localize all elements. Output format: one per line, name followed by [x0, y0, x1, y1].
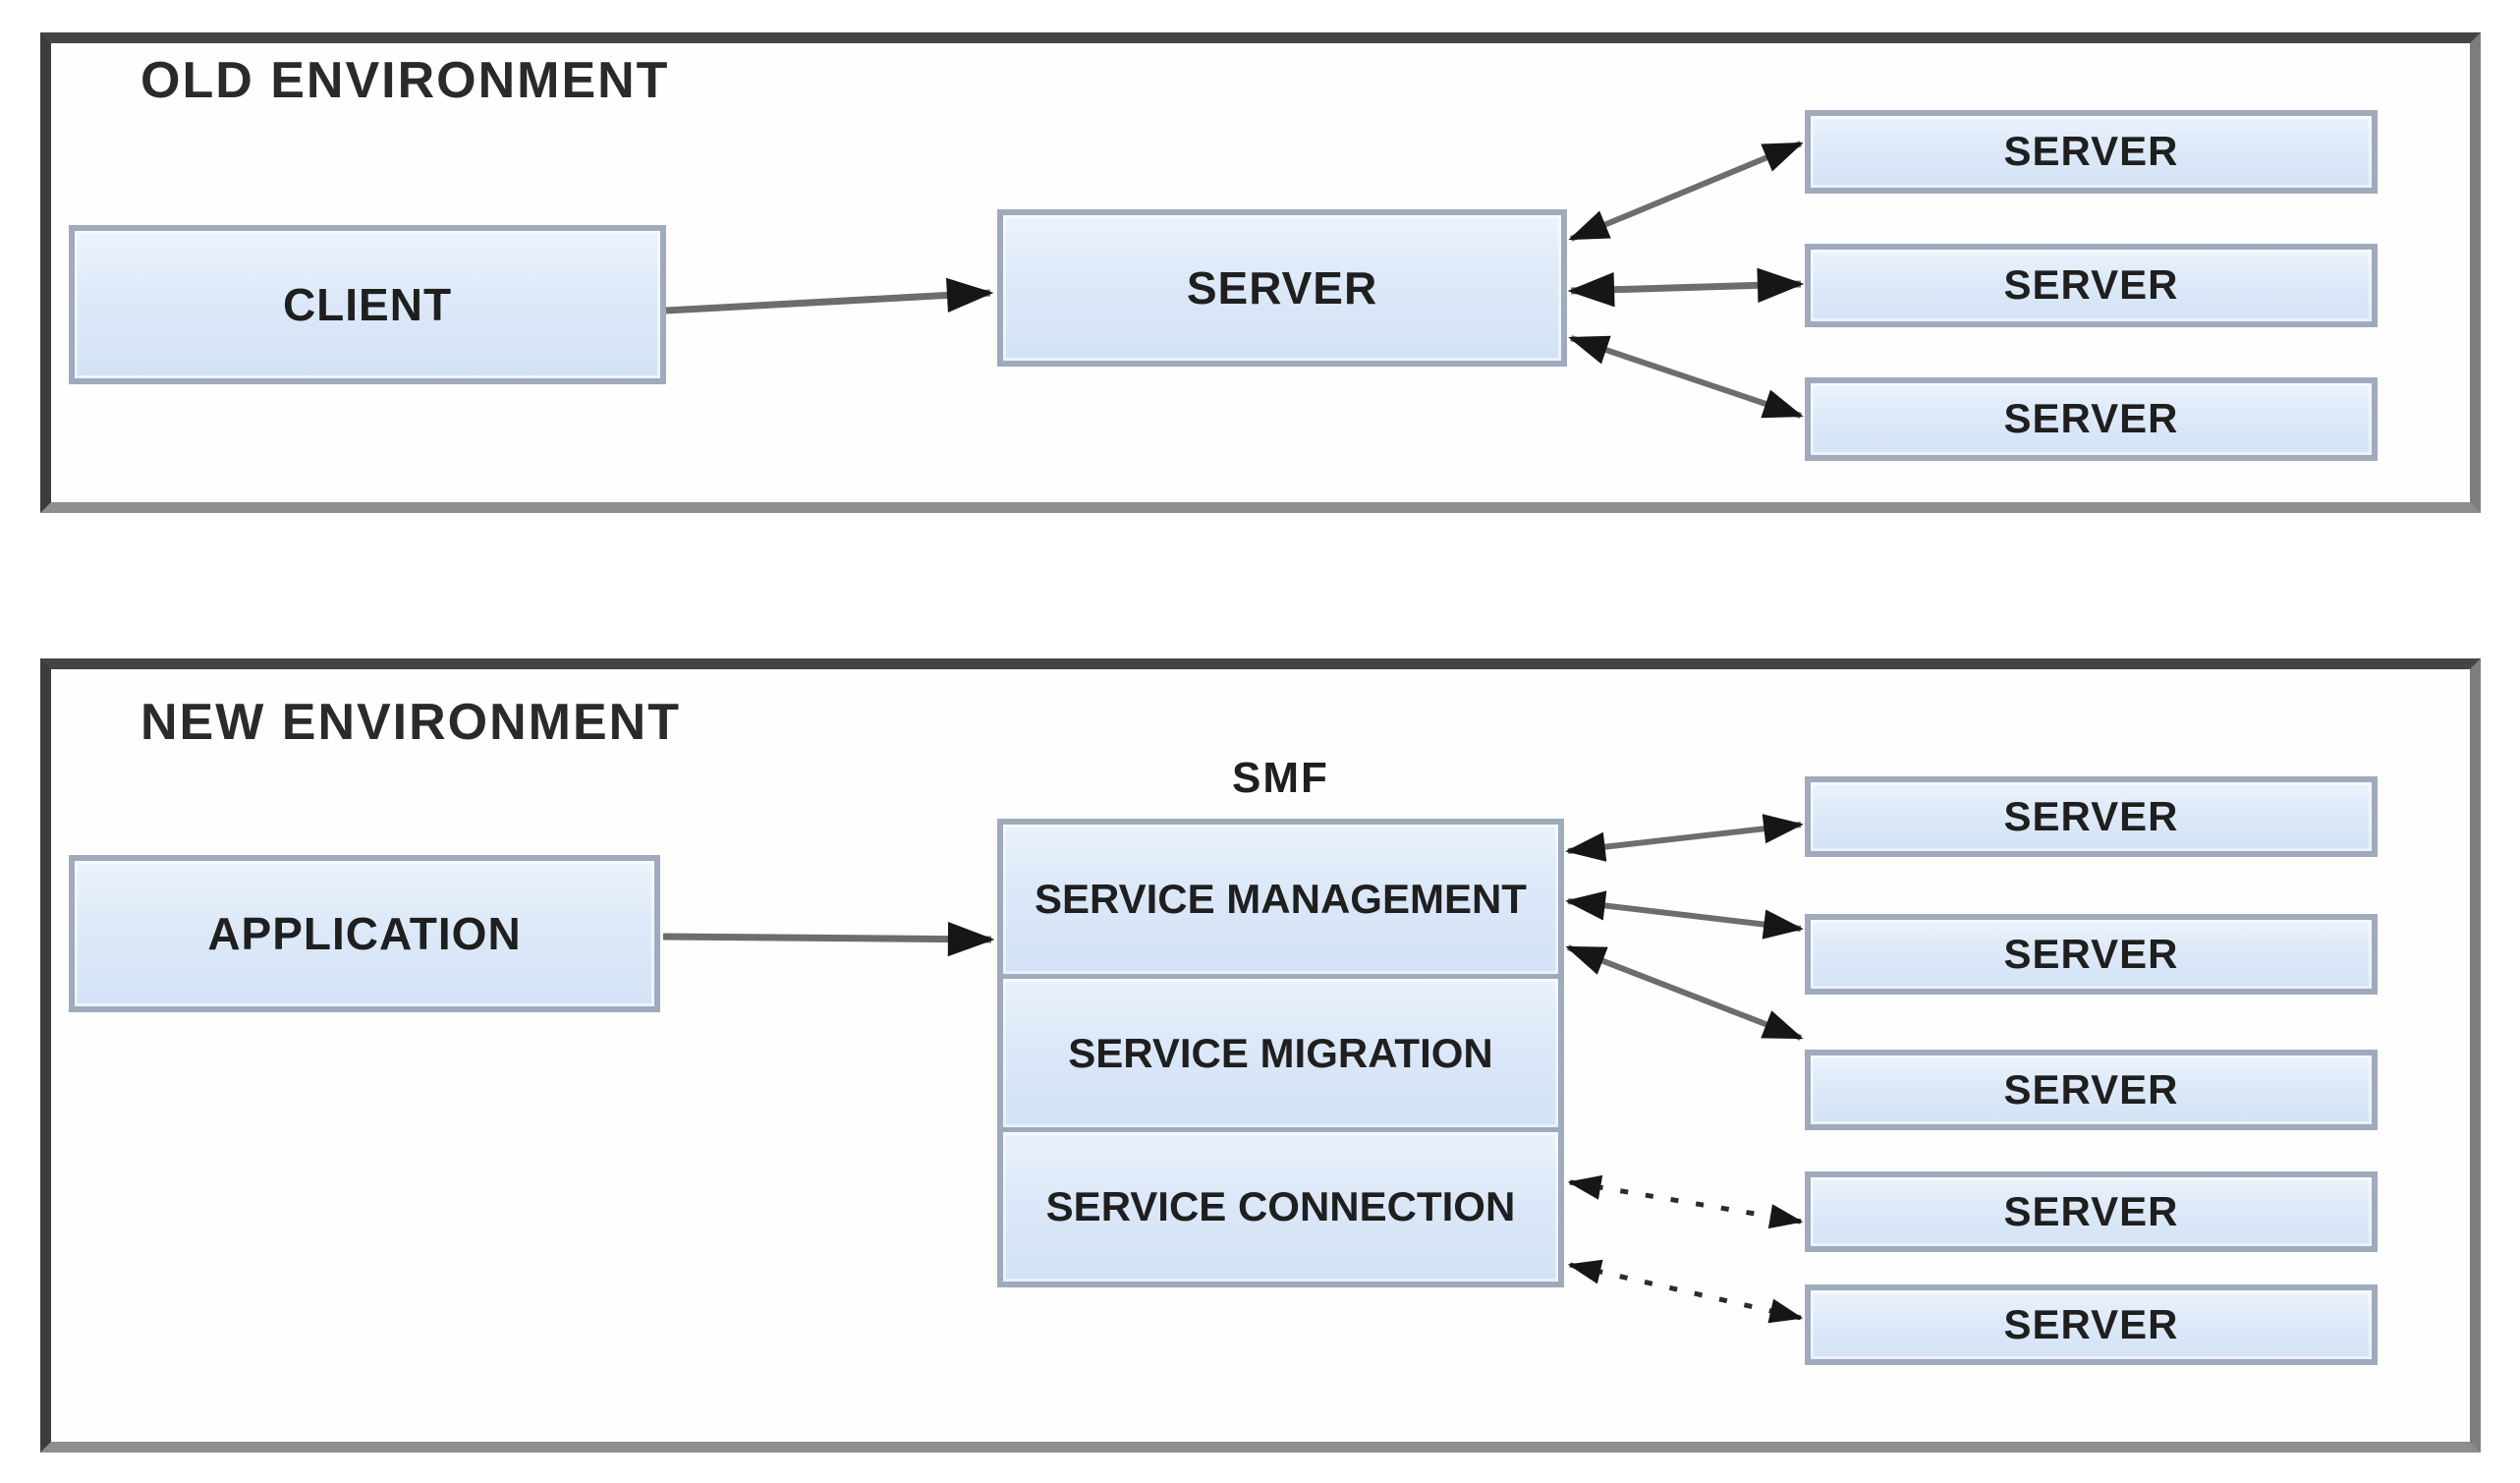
old-server-1-box: SERVER [1805, 110, 2378, 194]
new-server-1-box: SERVER [1805, 776, 2378, 857]
new-server-4-box: SERVER [1805, 1171, 2378, 1252]
old-server-2-label: SERVER [2003, 261, 2179, 309]
service-connection-cell: SERVICE CONNECTION [1003, 1127, 1558, 1283]
new-environment-panel: NEW ENVIRONMENT APPLICATION SMF SERVICE … [40, 658, 2481, 1453]
old-server-3-box: SERVER [1805, 377, 2378, 461]
old-environment-title: OLD ENVIRONMENT [140, 52, 670, 109]
service-migration-label: SERVICE MIGRATION [1068, 1029, 1493, 1076]
service-management-cell: SERVICE MANAGEMENT [1003, 825, 1558, 974]
new-environment-title: NEW ENVIRONMENT [140, 694, 681, 751]
new-server-3-label: SERVER [2003, 1065, 2179, 1112]
new-server-5-label: SERVER [2003, 1300, 2179, 1347]
new-server-2-label: SERVER [2003, 930, 2179, 977]
old-environment-panel: OLD ENVIRONMENT CLIENT SERVER SERVER SER… [40, 32, 2481, 513]
service-migration-cell: SERVICE MIGRATION [1003, 973, 1558, 1128]
service-connection-label: SERVICE CONNECTION [1045, 1183, 1516, 1230]
new-server-1-label: SERVER [2003, 792, 2179, 839]
smf-caption: SMF [1232, 754, 1329, 802]
old-server-2-box: SERVER [1805, 244, 2378, 327]
old-server-1-label: SERVER [2003, 128, 2179, 175]
old-server-3-label: SERVER [2003, 395, 2179, 442]
old-central-server-box: SERVER [997, 209, 1567, 367]
client-label: CLIENT [282, 278, 453, 330]
new-server-5-box: SERVER [1805, 1284, 2378, 1365]
new-server-3-box: SERVER [1805, 1050, 2378, 1130]
smf-stack: SERVICE MANAGEMENT SERVICE MIGRATION SER… [997, 819, 1564, 1287]
application-label: APPLICATION [207, 907, 522, 959]
service-management-label: SERVICE MANAGEMENT [1035, 875, 1527, 922]
client-box: CLIENT [69, 225, 666, 384]
new-server-4-label: SERVER [2003, 1187, 2179, 1234]
new-server-2-box: SERVER [1805, 914, 2378, 995]
old-central-server-label: SERVER [1186, 261, 1378, 314]
application-box: APPLICATION [69, 855, 660, 1012]
